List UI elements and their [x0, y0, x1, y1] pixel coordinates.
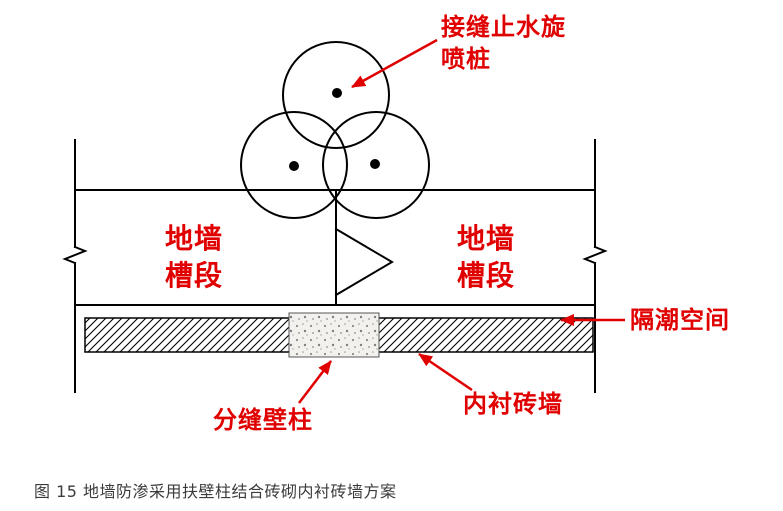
pile-dot-left — [289, 161, 299, 171]
figure-caption: 图 15 地墙防渗采用扶壁柱结合砖砌内衬砖墙方案 — [34, 482, 397, 501]
label-jet-grout-pile-line1: 接缝止水旋 — [441, 13, 566, 41]
arrow-inner-brick-wall — [418, 352, 473, 392]
wall-linework — [62, 139, 608, 393]
break-symbol-right — [582, 245, 608, 265]
pile-circle-left — [240, 111, 348, 219]
diagram-drawing — [62, 38, 625, 404]
buttress-column-block — [288, 312, 380, 358]
break-symbol-left — [62, 245, 88, 265]
pile-dot-top — [332, 88, 342, 98]
arrow-joint-buttress — [298, 360, 332, 404]
pile-circle-right — [322, 111, 430, 219]
label-inner-brick-wall: 内衬砖墙 — [463, 390, 563, 418]
label-jet-grout-pile-line2: 喷桩 — [441, 44, 491, 73]
pile-dot-right — [370, 159, 380, 169]
pile-center-dots — [289, 88, 380, 171]
label-joint-buttress-column: 分缝壁柱 — [213, 406, 313, 434]
label-damp-space: 隔潮空间 — [630, 306, 730, 334]
annotation-arrows — [298, 38, 625, 404]
label-wall-segment-left-line2: 槽段 — [164, 258, 223, 292]
panel-joint-chevron — [334, 227, 394, 297]
pile-circle-top — [282, 41, 390, 149]
arrow-jet-pile — [351, 38, 438, 89]
label-wall-segment-right-line1: 地墙 — [456, 222, 515, 255]
jet-grout-circles — [240, 41, 430, 219]
label-wall-segment-right: 地墙 槽段 — [440, 221, 532, 295]
label-jet-grout-pile: 接缝止水旋 喷桩 — [441, 12, 566, 75]
label-wall-segment-left-line1: 地墙 — [164, 222, 223, 255]
label-wall-segment-right-line2: 槽段 — [456, 258, 515, 292]
label-wall-segment-left: 地墙 槽段 — [148, 221, 240, 295]
